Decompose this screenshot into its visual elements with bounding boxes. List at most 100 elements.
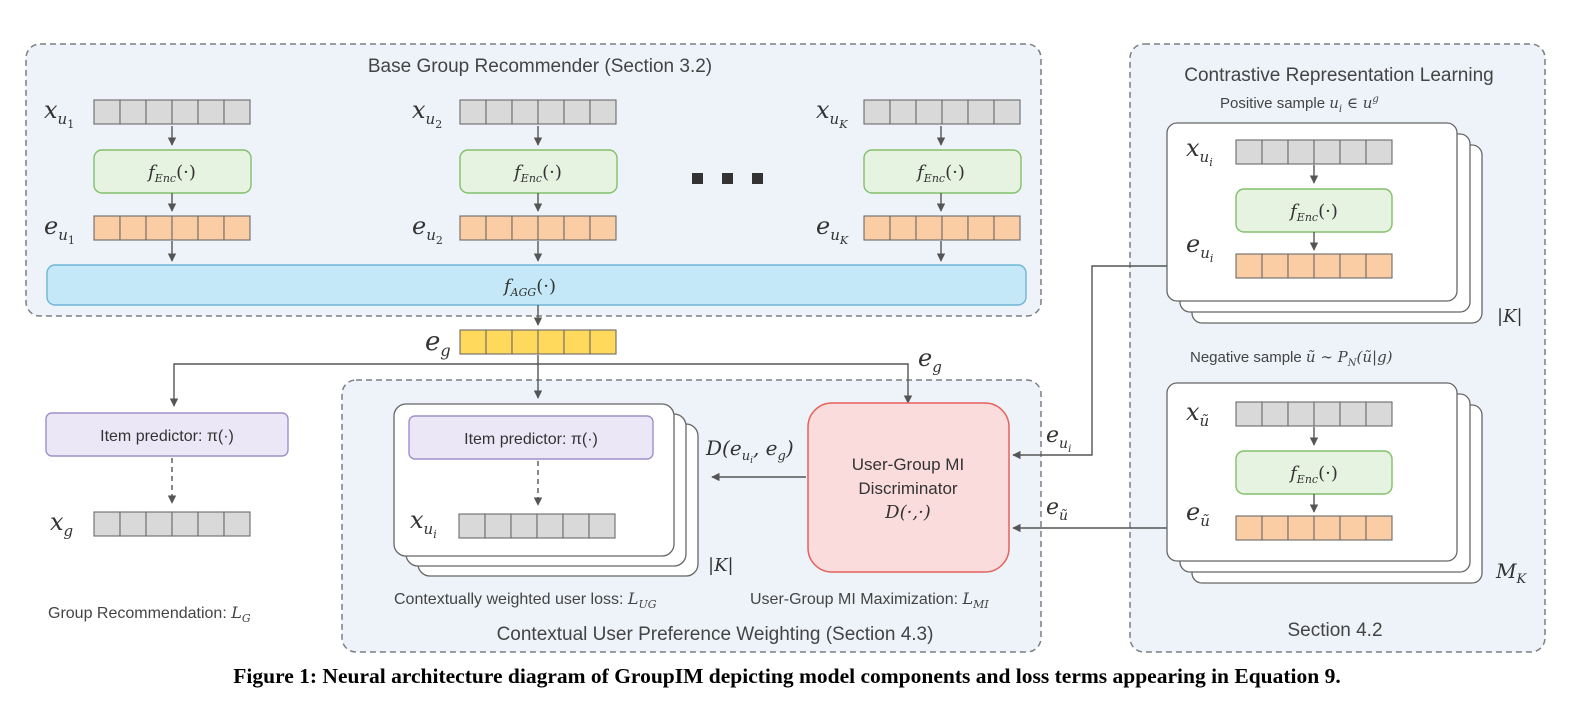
- x-ui-label: xui: [410, 506, 437, 541]
- pos-e-ui-vector: [1235, 253, 1393, 279]
- pos-e-ui-label: eui: [1186, 230, 1213, 265]
- vector-cell: [459, 215, 487, 241]
- neg-stack-count: MK: [1495, 559, 1527, 587]
- x-g-vector: [93, 511, 251, 537]
- mi-discriminator-box: [807, 402, 1010, 573]
- vector-cell: [1339, 139, 1367, 165]
- negative-sample-label: Negative sample ũ ∼ PN(ũ|g): [1190, 348, 1393, 369]
- vector-cell: [119, 511, 147, 537]
- vector-cell: [993, 99, 1021, 125]
- vector-cell: [588, 513, 616, 539]
- vector-cell: [537, 99, 565, 125]
- vector-cell: [1261, 253, 1289, 279]
- vector-cell: [485, 215, 513, 241]
- vector-cell: [197, 511, 225, 537]
- vector-cell: [562, 513, 590, 539]
- x-u2-label: xu2: [412, 96, 442, 131]
- vector-cell: [1235, 253, 1263, 279]
- user-column-1: xu1 fEnc(·) eu1: [44, 96, 252, 262]
- user-item-predictor-box: [408, 415, 654, 460]
- contrastive-section-label: Section 4.2: [1287, 620, 1382, 641]
- vector-cell: [223, 215, 251, 241]
- vector-cell: [1287, 401, 1315, 427]
- discriminator-line-1: User-Group MI: [852, 455, 964, 474]
- vector-cell: [1235, 139, 1263, 165]
- neg-e-utilde-label: eũ: [1186, 498, 1210, 530]
- e-u1-label: eu1: [44, 212, 75, 247]
- vector-cell: [941, 99, 969, 125]
- x-uk-vector: [863, 99, 1021, 125]
- x-ui-vector: [458, 513, 616, 539]
- vector-cell: [1261, 139, 1289, 165]
- vector-cell: [1339, 401, 1367, 427]
- contextual-user-loss: Contextually weighted user loss: LUG: [394, 589, 657, 611]
- vector-cell: [915, 99, 943, 125]
- user-loss-stack-count: |K|: [708, 555, 734, 576]
- pos-x-ui-vector: [1235, 139, 1393, 165]
- e-g-label: eg: [425, 327, 451, 360]
- vector-cell: [1261, 515, 1289, 541]
- vector-cell: [537, 329, 565, 355]
- vector-cell: [563, 329, 591, 355]
- vector-cell: [863, 215, 891, 241]
- neg-x-utilde-vector: [1235, 401, 1393, 427]
- vector-cell: [563, 99, 591, 125]
- vector-cell: [1261, 401, 1289, 427]
- group-embedding-vector: [459, 329, 617, 355]
- discriminator-line-3: D(·,·): [884, 502, 931, 523]
- positive-sample-label: Positive sample ui ∈ ug: [1220, 94, 1379, 115]
- x-u1-label: xu1: [44, 96, 74, 131]
- vector-cell: [1365, 253, 1393, 279]
- group-item-predictor-label: Item predictor: π(·): [100, 428, 234, 445]
- e-uk-label: euK: [816, 212, 849, 247]
- vector-cell: [863, 99, 891, 125]
- vector-cell: [223, 99, 251, 125]
- vector-cell: [1313, 253, 1341, 279]
- pos-stack-count: |K|: [1497, 306, 1523, 327]
- vector-cell: [119, 215, 147, 241]
- vector-cell: [1313, 401, 1341, 427]
- vector-cell: [537, 215, 565, 241]
- vector-cell: [589, 215, 617, 241]
- vector-cell: [1313, 139, 1341, 165]
- e-uk-vector: [863, 215, 1021, 241]
- vector-cell: [1339, 515, 1367, 541]
- e-ui-discriminator-label: eui: [1046, 423, 1071, 455]
- vector-cell: [119, 99, 147, 125]
- vector-cell: [941, 215, 969, 241]
- vector-cell: [563, 215, 591, 241]
- x-u2-vector: [459, 99, 617, 125]
- vector-cell: [459, 99, 487, 125]
- horizontal-ellipsis-icon: [692, 173, 763, 184]
- vector-cell: [93, 215, 121, 241]
- vector-cell: [510, 513, 538, 539]
- vector-cell: [1235, 401, 1263, 427]
- user-item-predictor-label: Item predictor: π(·): [464, 431, 598, 448]
- vector-cell: [484, 513, 512, 539]
- vector-cell: [1365, 515, 1393, 541]
- vector-cell: [93, 511, 121, 537]
- vector-cell: [171, 511, 199, 537]
- vector-cell: [459, 329, 487, 355]
- aggregator-box: [46, 264, 1027, 306]
- vector-cell: [536, 513, 564, 539]
- pos-x-ui-label: xui: [1186, 134, 1213, 169]
- vector-cell: [967, 215, 995, 241]
- x-u1-vector: [93, 99, 251, 125]
- vector-cell: [223, 511, 251, 537]
- vector-cell: [485, 99, 513, 125]
- vector-cell: [145, 99, 173, 125]
- vector-cell: [589, 329, 617, 355]
- vector-cell: [1365, 401, 1393, 427]
- vector-cell: [511, 329, 539, 355]
- mi-maximization-loss: User-Group MI Maximization: LMI: [750, 589, 989, 611]
- vector-cell: [171, 215, 199, 241]
- e-u1-vector: [93, 215, 251, 241]
- e-g-discriminator-label: eg: [918, 344, 942, 376]
- vector-cell: [197, 215, 225, 241]
- vector-cell: [197, 99, 225, 125]
- figure-caption: Figure 1: Neural architecture diagram of…: [233, 664, 1341, 688]
- neg-e-utilde-vector: [1235, 515, 1393, 541]
- contextual-weighting-title: Contextual User Preference Weighting (Se…: [497, 624, 934, 645]
